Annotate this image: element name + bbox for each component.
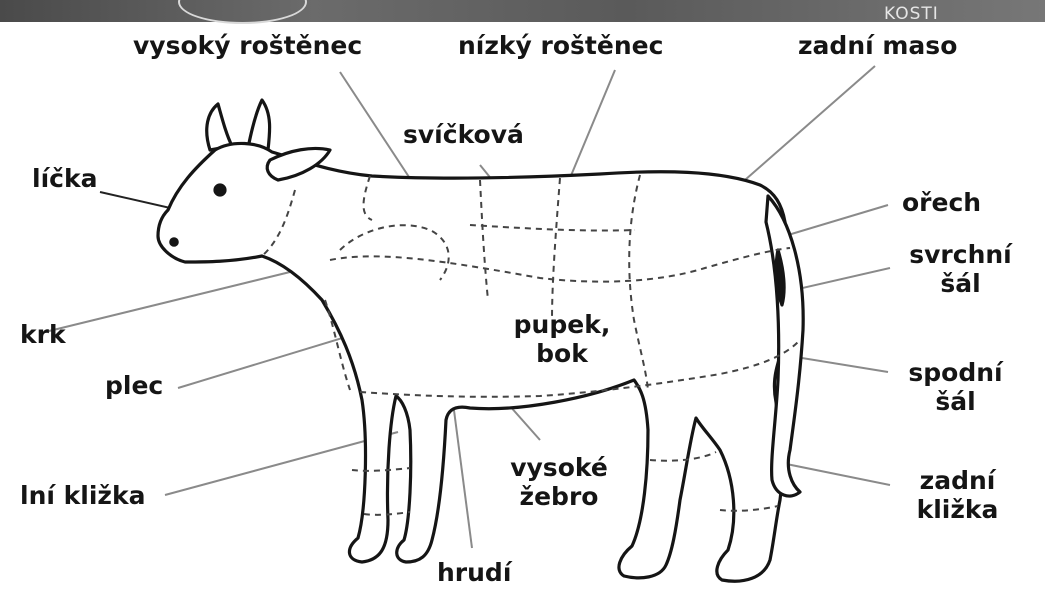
label-hrudi: hrudí [437, 560, 511, 586]
label-zadni-klizka-line1: zadní [895, 468, 1020, 494]
label-vysoke-zebro-line2: žebro [494, 484, 624, 510]
cow-body [158, 143, 790, 581]
label-plec: plec [105, 373, 163, 399]
label-spodni-sal-line1: spodní [893, 360, 1018, 386]
label-pupek-bok-line2: bok [502, 341, 622, 367]
label-svrchni-sal-line2: šál [898, 271, 1023, 297]
label-nizky-rostenec: nízký roštěnec [458, 33, 663, 59]
label-licka: líčka [32, 166, 97, 192]
label-vysoke-zebro-line1: vysoké [494, 455, 624, 481]
leader-hrudi [452, 395, 472, 548]
label-svickova: svíčková [403, 122, 524, 148]
label-predni-klizka: lní kližka [20, 483, 145, 509]
label-krk: krk [20, 322, 66, 348]
label-spodni-sal-line2: šál [893, 389, 1018, 415]
leader-krk [45, 272, 290, 332]
label-zadni-klizka-line2: kližka [895, 497, 1020, 523]
label-vysoky-rostenec: vysoký roštěnec [133, 33, 362, 59]
label-orech: ořech [902, 190, 981, 216]
right-horn [248, 100, 270, 150]
label-zadni-maso: zadní maso [798, 33, 957, 59]
label-pupek-bok-line1: pupek, [502, 312, 622, 338]
left-horn [207, 104, 232, 150]
label-svrchni-sal-line1: svrchní [898, 242, 1023, 268]
eye [215, 185, 225, 195]
leader-predni-klizka [165, 432, 398, 495]
cow-outline [158, 100, 803, 581]
nostril [171, 239, 177, 245]
